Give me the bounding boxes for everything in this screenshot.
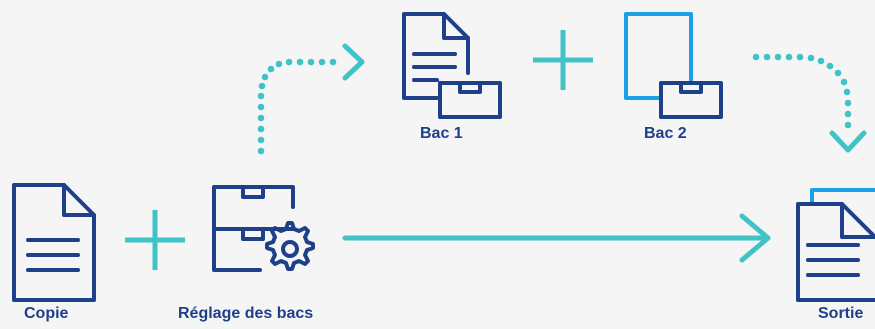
main-arrow [342,213,771,263]
label-bac1: Bac 1 [420,125,463,142]
tray-settings-icon [212,185,315,272]
bac1-document-tray-icon [402,12,502,119]
dotted-arrow-to-bac1 [257,58,337,155]
label-bac2: Bac 2 [644,125,687,142]
gear-icon [265,221,315,271]
plus-icon [125,210,185,270]
label-copie: Copie [24,305,69,322]
arrowhead-to-bac1 [342,43,365,81]
dotted-arrow-to-output [752,53,852,129]
label-sortie: Sortie [818,305,864,322]
label-reglage: Réglage des bacs [178,305,314,322]
bac2-empty-tray-icon [624,12,723,119]
output-documents-icon [796,188,875,302]
plus-icon-top [533,30,593,90]
arrowhead-to-output [829,130,867,153]
copy-document-icon [12,183,96,302]
